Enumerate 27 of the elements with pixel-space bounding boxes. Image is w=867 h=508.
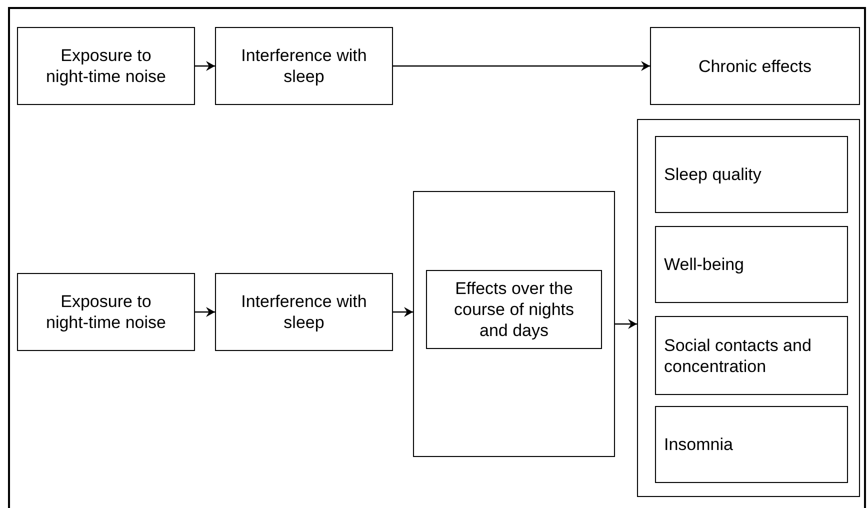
process-box — [650, 27, 860, 105]
process-box — [426, 270, 602, 349]
process-box — [215, 273, 393, 351]
arrow — [195, 307, 215, 317]
process-box — [655, 136, 848, 213]
arrow — [393, 307, 413, 317]
process-box — [655, 316, 848, 395]
node-label: Exposure to night-time noise — [44, 45, 167, 87]
node-label: Effects over the course of nights and days — [452, 278, 575, 341]
node-label: Insomnia — [664, 434, 733, 455]
container-box — [413, 191, 615, 457]
arrow — [615, 319, 637, 329]
node-label: Chronic effects — [698, 56, 812, 76]
node-label: Interference with sleep — [240, 45, 368, 87]
arrow — [393, 61, 650, 71]
process-box — [215, 27, 393, 105]
process-box — [17, 273, 195, 351]
node-label: Sleep quality — [664, 164, 762, 185]
node-label: Exposure to night-time noise — [44, 291, 167, 333]
process-box — [655, 226, 848, 303]
process-box — [655, 406, 848, 483]
node-label: Social contacts and concentration — [664, 334, 812, 376]
arrow — [195, 61, 215, 71]
process-box — [17, 27, 195, 105]
node-label: Well-being — [664, 254, 744, 275]
container-box — [637, 119, 860, 497]
node-label: Interference with sleep — [240, 291, 368, 333]
